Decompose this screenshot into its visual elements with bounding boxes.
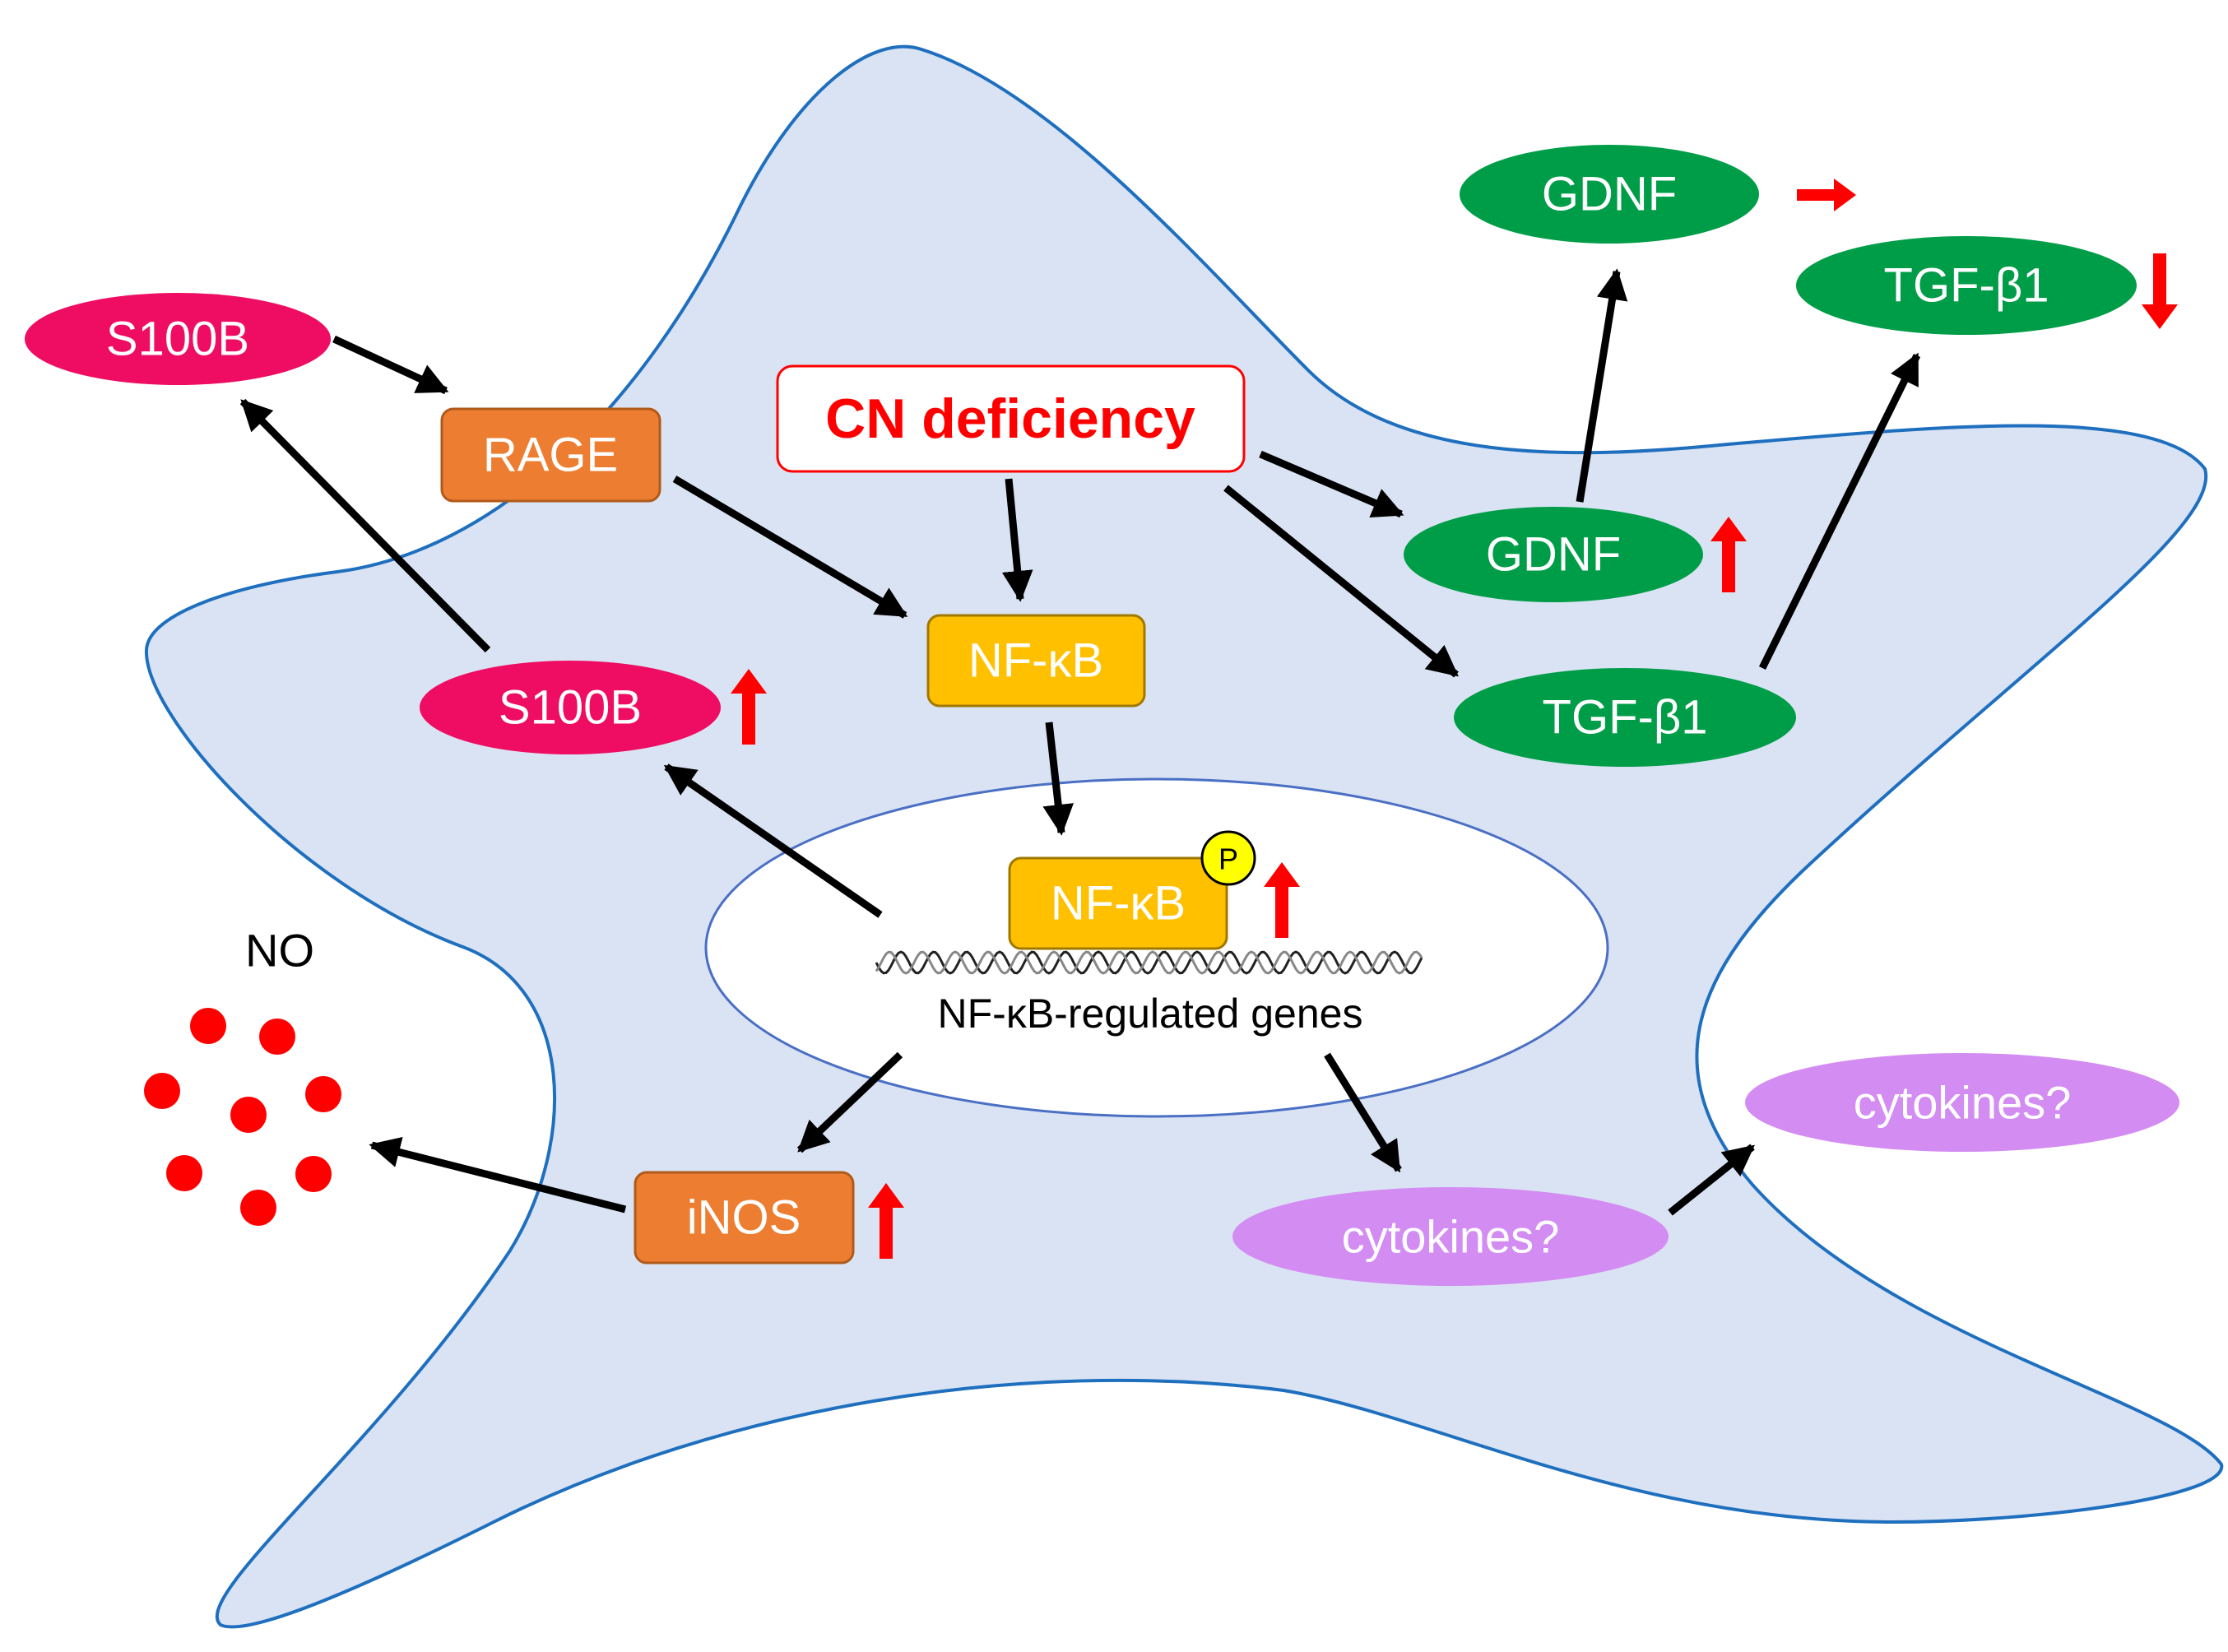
- cytokines-extracellular-node: cytokines?: [1745, 1053, 2179, 1152]
- red-up-arrow-icon: [1264, 862, 1300, 938]
- arrow-inos-to-no: [369, 1137, 627, 1213]
- arrow-s100b-to-rage: [332, 335, 449, 395]
- inos-label: iNOS: [687, 1191, 801, 1245]
- arrow-cn-to-tgf: [1223, 485, 1459, 678]
- no-molecule-dots-icon: [144, 1008, 341, 1226]
- cytokines-extracellular-label: cytokines?: [1854, 1077, 2072, 1129]
- arrow-genes-to-inos: [796, 1051, 903, 1153]
- nfkb-regulated-genes-label: NF-κB-regulated genes: [938, 991, 1363, 1037]
- rage-label: RAGE: [483, 429, 618, 482]
- tgf-intracellular-label: TGF-β1: [1543, 691, 1708, 745]
- red-up-arrow-icon: [731, 669, 767, 745]
- pathway-arrows: [239, 268, 1921, 1216]
- phosphate-label: P: [1218, 842, 1238, 876]
- arrow-cytokines-out: [1668, 1144, 1755, 1216]
- cn-deficiency-node: CN deficiency: [776, 364, 1246, 473]
- cytokines-intracellular-node: cytokines?: [1232, 1187, 1669, 1286]
- phosphate-badge: P: [1200, 830, 1256, 886]
- s100b-extracellular-label: S100B: [106, 313, 249, 366]
- nfkb-cytoplasmic-node: NF-κB: [926, 614, 1146, 708]
- s100b-intracellular-label: S100B: [499, 681, 642, 735]
- arrow-rage-to-nfkb: [672, 476, 908, 619]
- rage-node: RAGE: [440, 407, 661, 503]
- nfkb-cytoplasmic-label: NF-κB: [968, 634, 1103, 688]
- nfkb-nuclear-label: NF-κB: [1051, 877, 1186, 930]
- red-up-arrow-icon: [868, 1183, 904, 1259]
- tgf-intracellular-node: TGF-β1: [1454, 668, 1796, 767]
- cn-deficiency-label: CN deficiency: [825, 387, 1195, 450]
- red-right-arrow-icon: [1797, 179, 1856, 211]
- tgf-extracellular-node: TGF-β1: [1796, 236, 2137, 335]
- gdnf-extracellular-node: GDNF: [1460, 145, 1759, 244]
- tgf-extracellular-label: TGF-β1: [1884, 259, 2049, 313]
- arrow-nfkb-to-nucleus: [1042, 722, 1074, 836]
- arrow-genes-to-cytokines: [1324, 1052, 1402, 1173]
- change-indicators: [731, 179, 2178, 1259]
- no-label: NO: [245, 925, 314, 977]
- nfkb-nuclear-node: NF-κB: [1008, 856, 1228, 950]
- arrow-s100b-in-to-s100b-out: [239, 398, 491, 653]
- cytokines-intracellular-label: cytokines?: [1342, 1211, 1560, 1263]
- s100b-extracellular-node: S100B: [25, 293, 331, 385]
- red-down-arrow-icon: [2142, 253, 2178, 329]
- inos-node: iNOS: [634, 1171, 855, 1265]
- gdnf-intracellular-node: GDNF: [1404, 507, 1703, 602]
- gdnf-extracellular-label: GDNF: [1542, 168, 1677, 221]
- gdnf-intracellular-label: GDNF: [1486, 528, 1621, 582]
- arrow-cn-to-gdnf: [1259, 450, 1404, 518]
- arrow-gdnf-secretion: [1576, 268, 1628, 503]
- arrow-cn-to-nfkb: [1001, 478, 1033, 602]
- arrow-tgf-secretion: [1758, 352, 1921, 670]
- red-up-arrow-icon: [1710, 517, 1747, 592]
- s100b-intracellular-node: S100B: [420, 661, 721, 754]
- arrow-genes-to-s100b: [663, 763, 883, 918]
- dna-helix-icon: [875, 950, 1423, 975]
